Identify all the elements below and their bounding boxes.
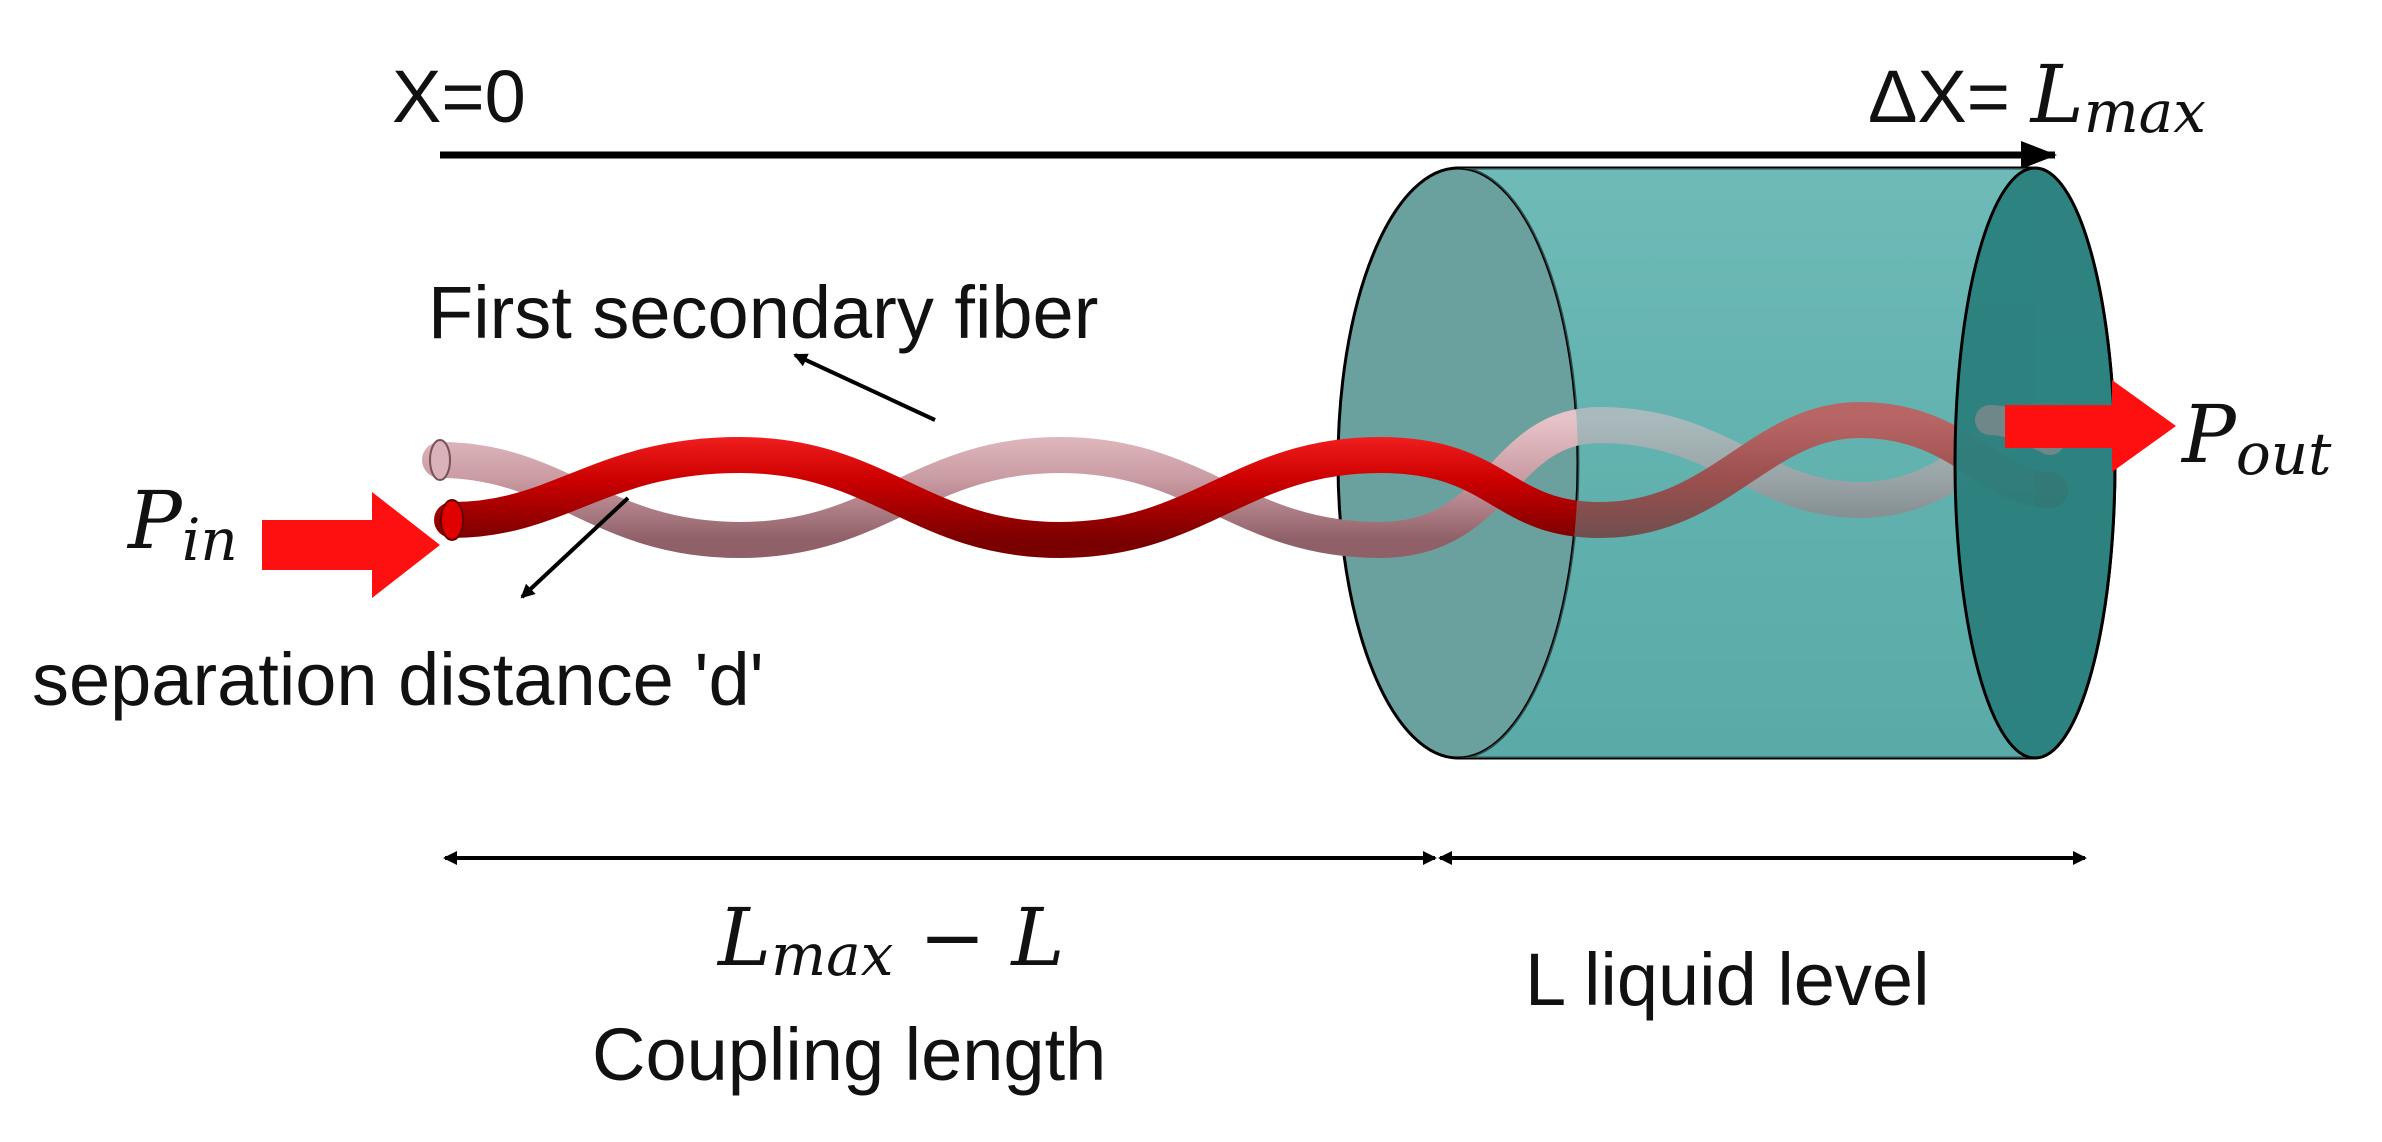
- p-in-label: Pin: [126, 474, 238, 574]
- p-out-arrow: [2005, 380, 2176, 472]
- first-fiber-pointer: [793, 353, 936, 422]
- pink-fiber-end: [429, 439, 451, 481]
- coupling-length-label: Coupling length: [592, 1013, 1106, 1096]
- x-zero-label: X=0: [392, 55, 526, 138]
- p-out-label: Pout: [2180, 388, 2332, 488]
- delta-x-label: ΔX= Lmax: [1868, 48, 2206, 146]
- liquid-level-label: L liquid level: [1525, 938, 1930, 1021]
- p-in-arrow: [262, 492, 440, 598]
- container-exit-face: [1953, 166, 2117, 760]
- separation-distance-label: separation distance 'd': [32, 638, 764, 721]
- first-secondary-fiber: [422, 402, 2068, 559]
- liquid-overlay: [1458, 168, 2035, 758]
- separation-pointer: [520, 496, 630, 599]
- red-fiber-end: [440, 499, 464, 541]
- coupling-formula-label: Lmax − L: [716, 891, 1064, 989]
- second-fiber: [434, 401, 2068, 559]
- first-secondary-fiber-label: First secondary fiber: [428, 271, 1098, 354]
- twisted-fibers: [422, 401, 2068, 559]
